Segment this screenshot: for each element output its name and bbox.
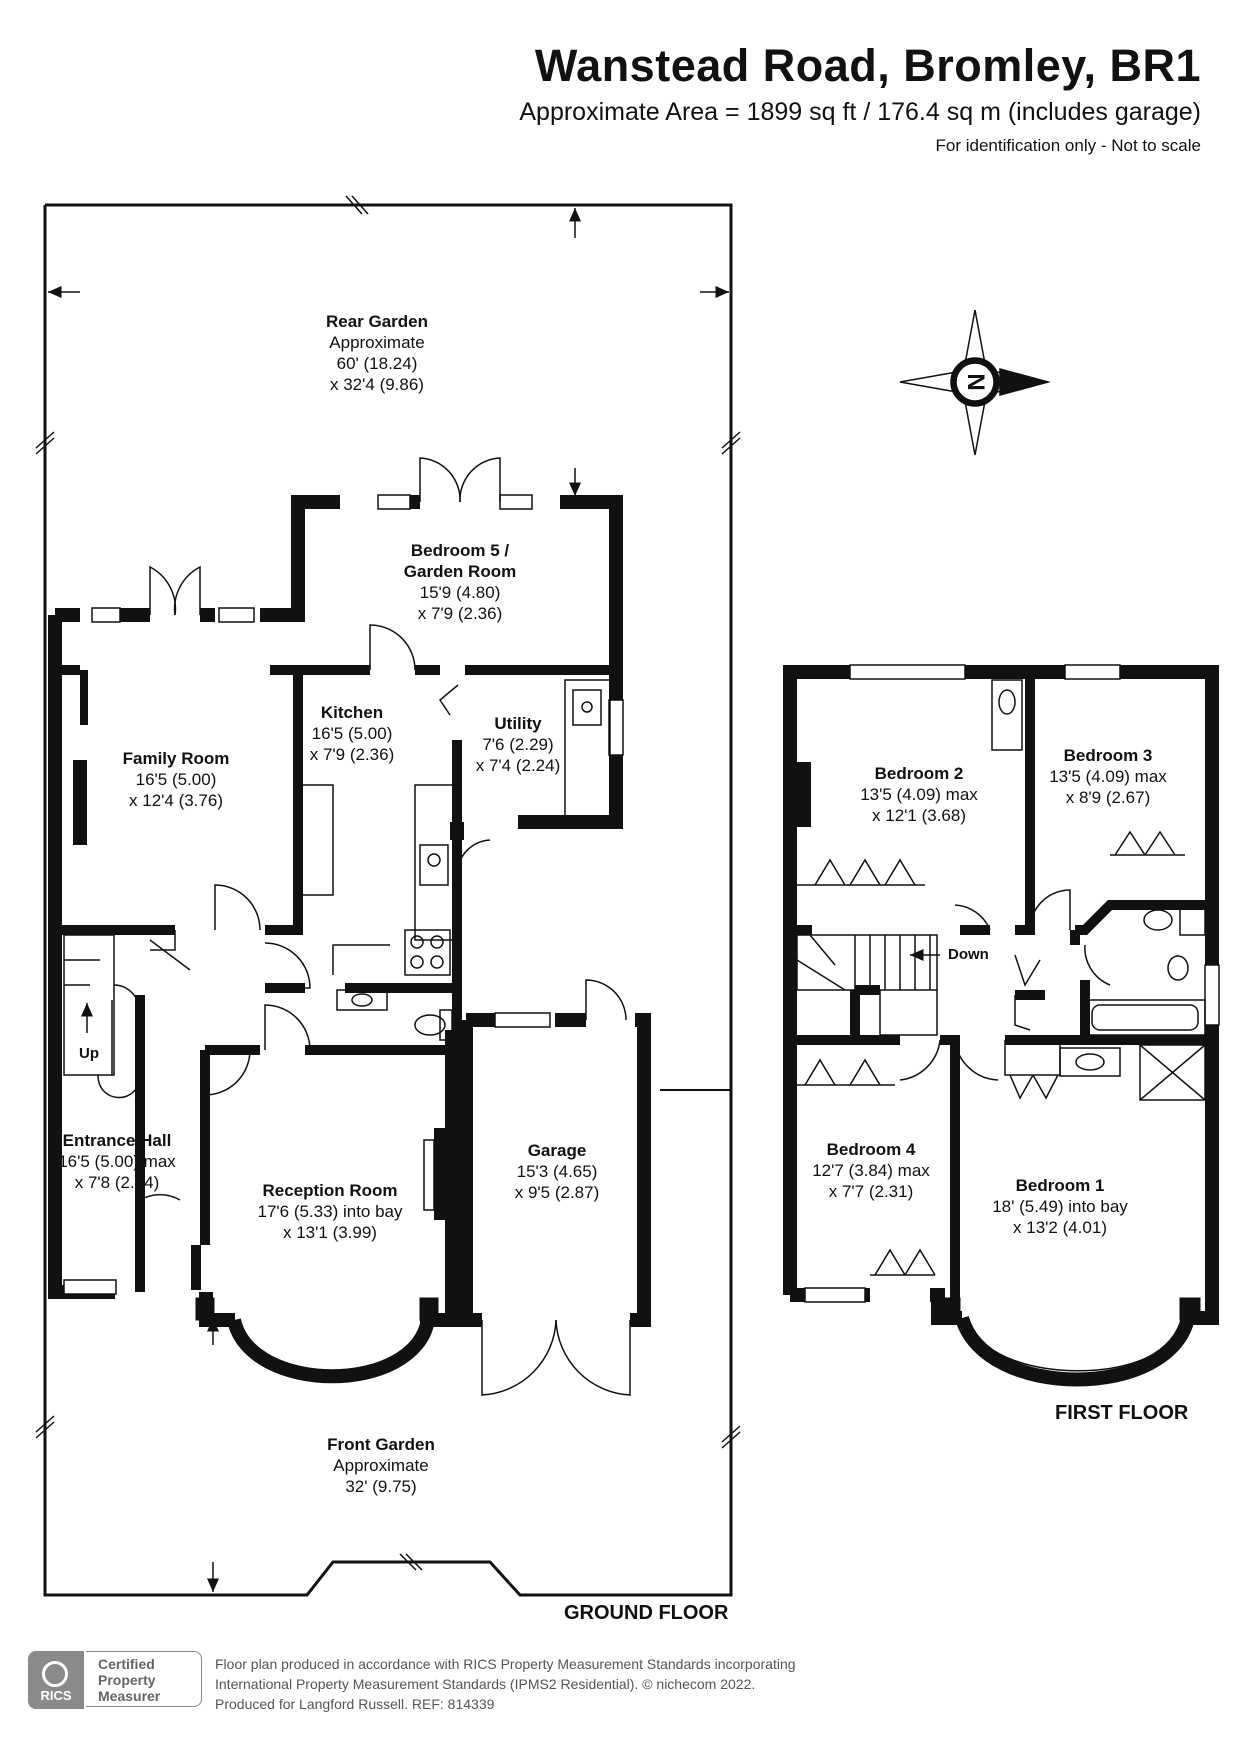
ground-stairs (63, 934, 141, 1099)
garage-label: Garage 15'3 (4.65) x 9'5 (2.87) (514, 1141, 600, 1202)
plot-boundary (43, 203, 733, 1597)
internal-doors (139, 624, 491, 1240)
page-title: Wanstead Road, Bromley, BR1 (534, 40, 1201, 91)
bedroom-2-label: Bedroom 2 13'5 (4.09) max x 12'1 (3.68) (860, 764, 978, 825)
bedroom-1-bay-window (939, 1297, 1201, 1387)
front-garden-label: Front Garden Approximate 32' (9.75) (327, 1435, 435, 1496)
scale-note: For identification only - Not to scale (935, 136, 1201, 155)
entrance-hall-label: Entrance Hall 16'5 (5.00) max x 7'8 (2.3… (58, 1131, 176, 1192)
compass-icon (899, 309, 1051, 456)
kitchen-fittings (297, 679, 611, 1041)
ground-floor-label: GROUND FLOOR (564, 1602, 729, 1624)
bedroom-4-label: Bedroom 4 12'7 (3.84) max x 7'7 (2.31) (812, 1140, 930, 1201)
rear-garden-label: Rear Garden Approximate 60' (18.24) x 32… (325, 312, 429, 394)
bedroom-1-label: Bedroom 1 18' (5.49) into bay x 13'2 (4.… (992, 1176, 1128, 1237)
boundary-break-marks (35, 195, 741, 1571)
rics-certified-badge: RICS Certified Property Measurer (28, 1651, 204, 1709)
fireplace-reception (434, 1128, 452, 1220)
reception-bay-window (195, 1297, 439, 1384)
first-floor-stairs (796, 934, 940, 1036)
stairs-down-label: Down (948, 946, 989, 963)
reception-room-label: Reception Room 17'6 (5.33) into bay x 13… (257, 1181, 403, 1242)
kitchen-label: Kitchen 16'5 (5.00) x 7'9 (2.36) (309, 703, 395, 764)
utility-label: Utility 7'6 (2.29) x 7'4 (2.24) (475, 714, 561, 775)
fireplace-family-room (73, 760, 87, 845)
rics-logo-icon: RICS (28, 1651, 84, 1709)
first-floor-label: FIRST FLOOR (1055, 1402, 1189, 1424)
family-room-label: Family Room 16'5 (5.00) x 12'4 (3.76) (122, 749, 230, 810)
first-floor-fittings (797, 679, 1206, 1276)
fireplace-bedroom-2 (797, 762, 811, 827)
stairs-up-label: Up (79, 1045, 99, 1062)
dimension-arrows (48, 208, 729, 1592)
french-doors (149, 457, 631, 1396)
bedroom-3-label: Bedroom 3 13'5 (4.09) max x 8'9 (2.67) (1049, 746, 1167, 807)
first-floor-windows (804, 664, 1220, 1303)
approximate-area: Approximate Area = 1899 sq ft / 176.4 sq… (519, 98, 1201, 126)
compass-north-label: N (962, 373, 989, 391)
bedroom-5-label: Bedroom 5 / Garden Room 15'9 (4.80) x 7'… (403, 541, 517, 623)
footer-disclaimer: Floor plan produced in accordance with R… (215, 1656, 796, 1712)
windows (63, 494, 624, 1295)
